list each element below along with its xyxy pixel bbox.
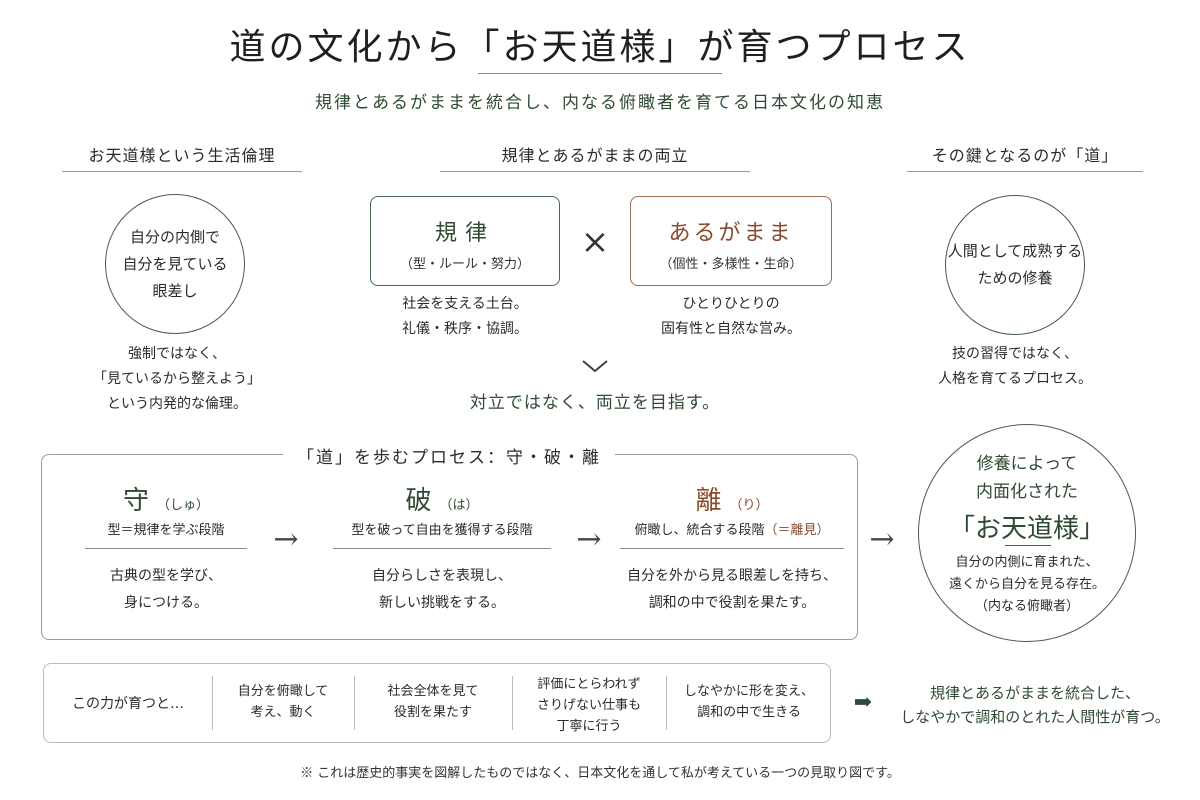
- otentosama-circle: [918, 424, 1136, 642]
- page-title: 道の文化から「お天道様」が育つプロセス: [229, 27, 971, 68]
- middle-heading: 規律とあるがままの両立: [501, 146, 689, 165]
- growth-item: 社会全体を見て 役割を果たす: [387, 684, 479, 720]
- process-title-wrap: 「道」を歩むプロセス：守・破・離: [0, 443, 898, 468]
- stage-name: 離: [695, 486, 722, 516]
- growth-item: しなやかに形を変え、 調和の中で生きる: [683, 684, 814, 720]
- kiritsu-box: 規律 （型・ルール・努力）: [370, 196, 560, 286]
- growth-item: 評価にとらわれず さりげない仕事も 丁寧に行う: [536, 677, 641, 734]
- kiritsu-title: 規律: [434, 221, 495, 246]
- stage-shu: 守 （しゅ）: [85, 480, 247, 517]
- growth-divider: [666, 676, 667, 730]
- arugamama-sub: （個性・多様性・生命）: [659, 257, 803, 272]
- otentosama-label: 「お天道様」: [948, 514, 1105, 544]
- stage-shu-rule: [85, 548, 247, 549]
- stage-shu-note: 古典の型を学び、 身につける。: [110, 568, 222, 611]
- left-heading: お天道様という生活倫理: [88, 146, 276, 165]
- growth-item: 自分を俯瞰して 考え、動く: [237, 684, 329, 720]
- stage-reading: （り）: [729, 498, 769, 513]
- stage-ri-desc-text: 俯瞰し、統合する段階: [634, 523, 765, 538]
- arugamama-box: あるがまま （個性・多様性・生命）: [630, 196, 832, 286]
- title-divider: [478, 73, 722, 74]
- inner-gaze-circle: 自分の内側で 自分を見ている 眼差し: [105, 194, 245, 334]
- growth-label: この力が育つと…: [72, 696, 184, 712]
- left-heading-rule: [62, 171, 302, 172]
- right-note: 技の習得ではなく、 人格を育てるプロセス。: [938, 346, 1092, 387]
- growth-divider: [512, 676, 513, 730]
- result-divider: [1005, 545, 1051, 546]
- stage-ri-note: 自分を外から見る眼差しを持ち、 調和の中で役割を果たす。: [627, 568, 837, 611]
- stage-ha: 破 （は）: [333, 480, 551, 517]
- stage-reading: （しゅ）: [157, 498, 210, 513]
- process-title: 「道」を歩むプロセス：守・破・離: [283, 448, 615, 468]
- stage-shu-desc: 型＝規律を学ぶ段階: [107, 523, 225, 538]
- stage-ha-desc: 型を破って自由を獲得する段階: [351, 523, 533, 538]
- result-line1: 修養によって: [976, 454, 1078, 474]
- stage-ri-desc-extra: （＝離見）: [764, 523, 830, 538]
- stage-ri-rule: [620, 548, 844, 549]
- stage-name: 破: [405, 486, 432, 516]
- right-heading: その鍵となるのが「道」: [931, 146, 1119, 165]
- result-note: 自分の内側に育まれた、 遠くから自分を見る存在。 （内なる俯瞰者）: [948, 555, 1105, 614]
- stage-name: 守: [122, 486, 149, 516]
- arrow-right-icon: →: [273, 522, 299, 557]
- footnote: ※ これは歴史的事実を図解したものではなく、日本文化を通して私が考えている一つの…: [300, 766, 900, 781]
- chevron-down-icon: [582, 360, 608, 373]
- arrow-right-icon: ➡: [853, 690, 873, 715]
- result-line2: 内面化された: [976, 482, 1078, 502]
- growth-divider: [212, 676, 213, 730]
- arugamama-title: あるがまま: [668, 221, 794, 246]
- arugamama-note: ひとりひとりの 固有性と自然な営み。: [661, 296, 801, 337]
- coexistence-conclusion: 対立ではなく、両立を目指す。: [469, 393, 721, 413]
- kiritsu-note: 社会を支える土台。 礼儀・秩序・協調。: [402, 296, 528, 337]
- inner-gaze-text: 自分の内側で 自分を見ている 眼差し: [122, 227, 228, 300]
- self-cultivation-text: 人間として成熟する ための修養: [947, 242, 1083, 287]
- cross-mark: ×: [580, 222, 610, 262]
- growth-divider: [354, 676, 355, 730]
- left-note: 強制ではなく、 「見ているから整えよう」 という内発的な倫理。: [93, 346, 261, 412]
- stage-ri: 離 （り）: [620, 480, 844, 517]
- growth-conclusion: 規律とあるがままを統合した、 しなやかで調和のとれた人間性が育つ。: [900, 684, 1170, 726]
- middle-heading-rule: [440, 171, 750, 172]
- growth-frame: [43, 663, 831, 743]
- stage-reading: （は）: [439, 498, 479, 513]
- stage-ha-rule: [333, 548, 551, 549]
- arrow-right-icon: →: [869, 522, 895, 557]
- stage-ha-note: 自分らしさを表現し、 新しい挑戦をする。: [372, 568, 512, 611]
- self-cultivation-circle: 人間として成熟する ための修養: [945, 195, 1085, 335]
- arrow-right-icon: →: [576, 522, 602, 557]
- page-subtitle: 規律とあるがままを統合し、内なる俯瞰者を育てる日本文化の知恵: [315, 93, 885, 113]
- right-heading-rule: [907, 171, 1143, 172]
- kiritsu-sub: （型・ルール・努力）: [399, 257, 530, 272]
- stage-ri-desc: 俯瞰し、統合する段階（＝離見）: [616, 519, 848, 538]
